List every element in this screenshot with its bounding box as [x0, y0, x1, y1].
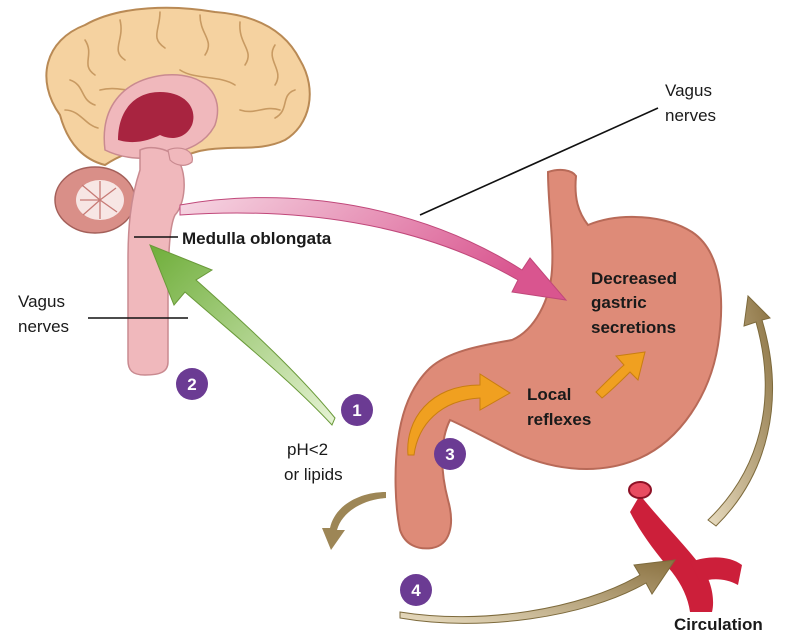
- ph-lipids-label: pH<2: [287, 440, 328, 459]
- vagus-top-leader: [420, 108, 658, 215]
- local-reflexes-label: Local: [527, 385, 571, 404]
- brain-illustration: [46, 8, 309, 375]
- duodenum-exit-arrow: [322, 492, 386, 550]
- afferent-green-arrow: [150, 245, 335, 425]
- decreased-secretions-label-line3: secretions: [591, 318, 676, 337]
- step-badge-2-number: 2: [187, 375, 196, 394]
- vagus-efferent-arrow: [180, 198, 566, 300]
- vagus-nerves-top-label: Vagus: [665, 81, 712, 100]
- vagus-nerves-left-label-line2: nerves: [18, 317, 69, 336]
- medulla-oblongata-label: Medulla oblongata: [182, 229, 332, 248]
- step-badge-2: 2: [176, 368, 208, 400]
- local-reflexes-label-line2: reflexes: [527, 410, 591, 429]
- decreased-secretions-label: Decreased: [591, 269, 677, 288]
- step-badge-4: 4: [400, 574, 432, 606]
- decreased-secretions-label-line2: gastric: [591, 293, 647, 312]
- circulation-label: Circulation: [674, 615, 763, 634]
- step-badge-1: 1: [341, 394, 373, 426]
- step-badge-4-number: 4: [411, 581, 421, 600]
- step-badge-3-number: 3: [445, 445, 454, 464]
- step-badge-1-number: 1: [352, 401, 361, 420]
- to-circulation-arrow: [400, 560, 675, 623]
- stomach-illustration: [396, 170, 722, 549]
- step-badge-3: 3: [434, 438, 466, 470]
- vagus-nerves-left-label: Vagus: [18, 292, 65, 311]
- vessel-opening: [629, 482, 651, 498]
- ph-lipids-label-line2: or lipids: [284, 465, 343, 484]
- vagus-nerves-top-label-line2: nerves: [665, 106, 716, 125]
- stomach: [396, 170, 722, 549]
